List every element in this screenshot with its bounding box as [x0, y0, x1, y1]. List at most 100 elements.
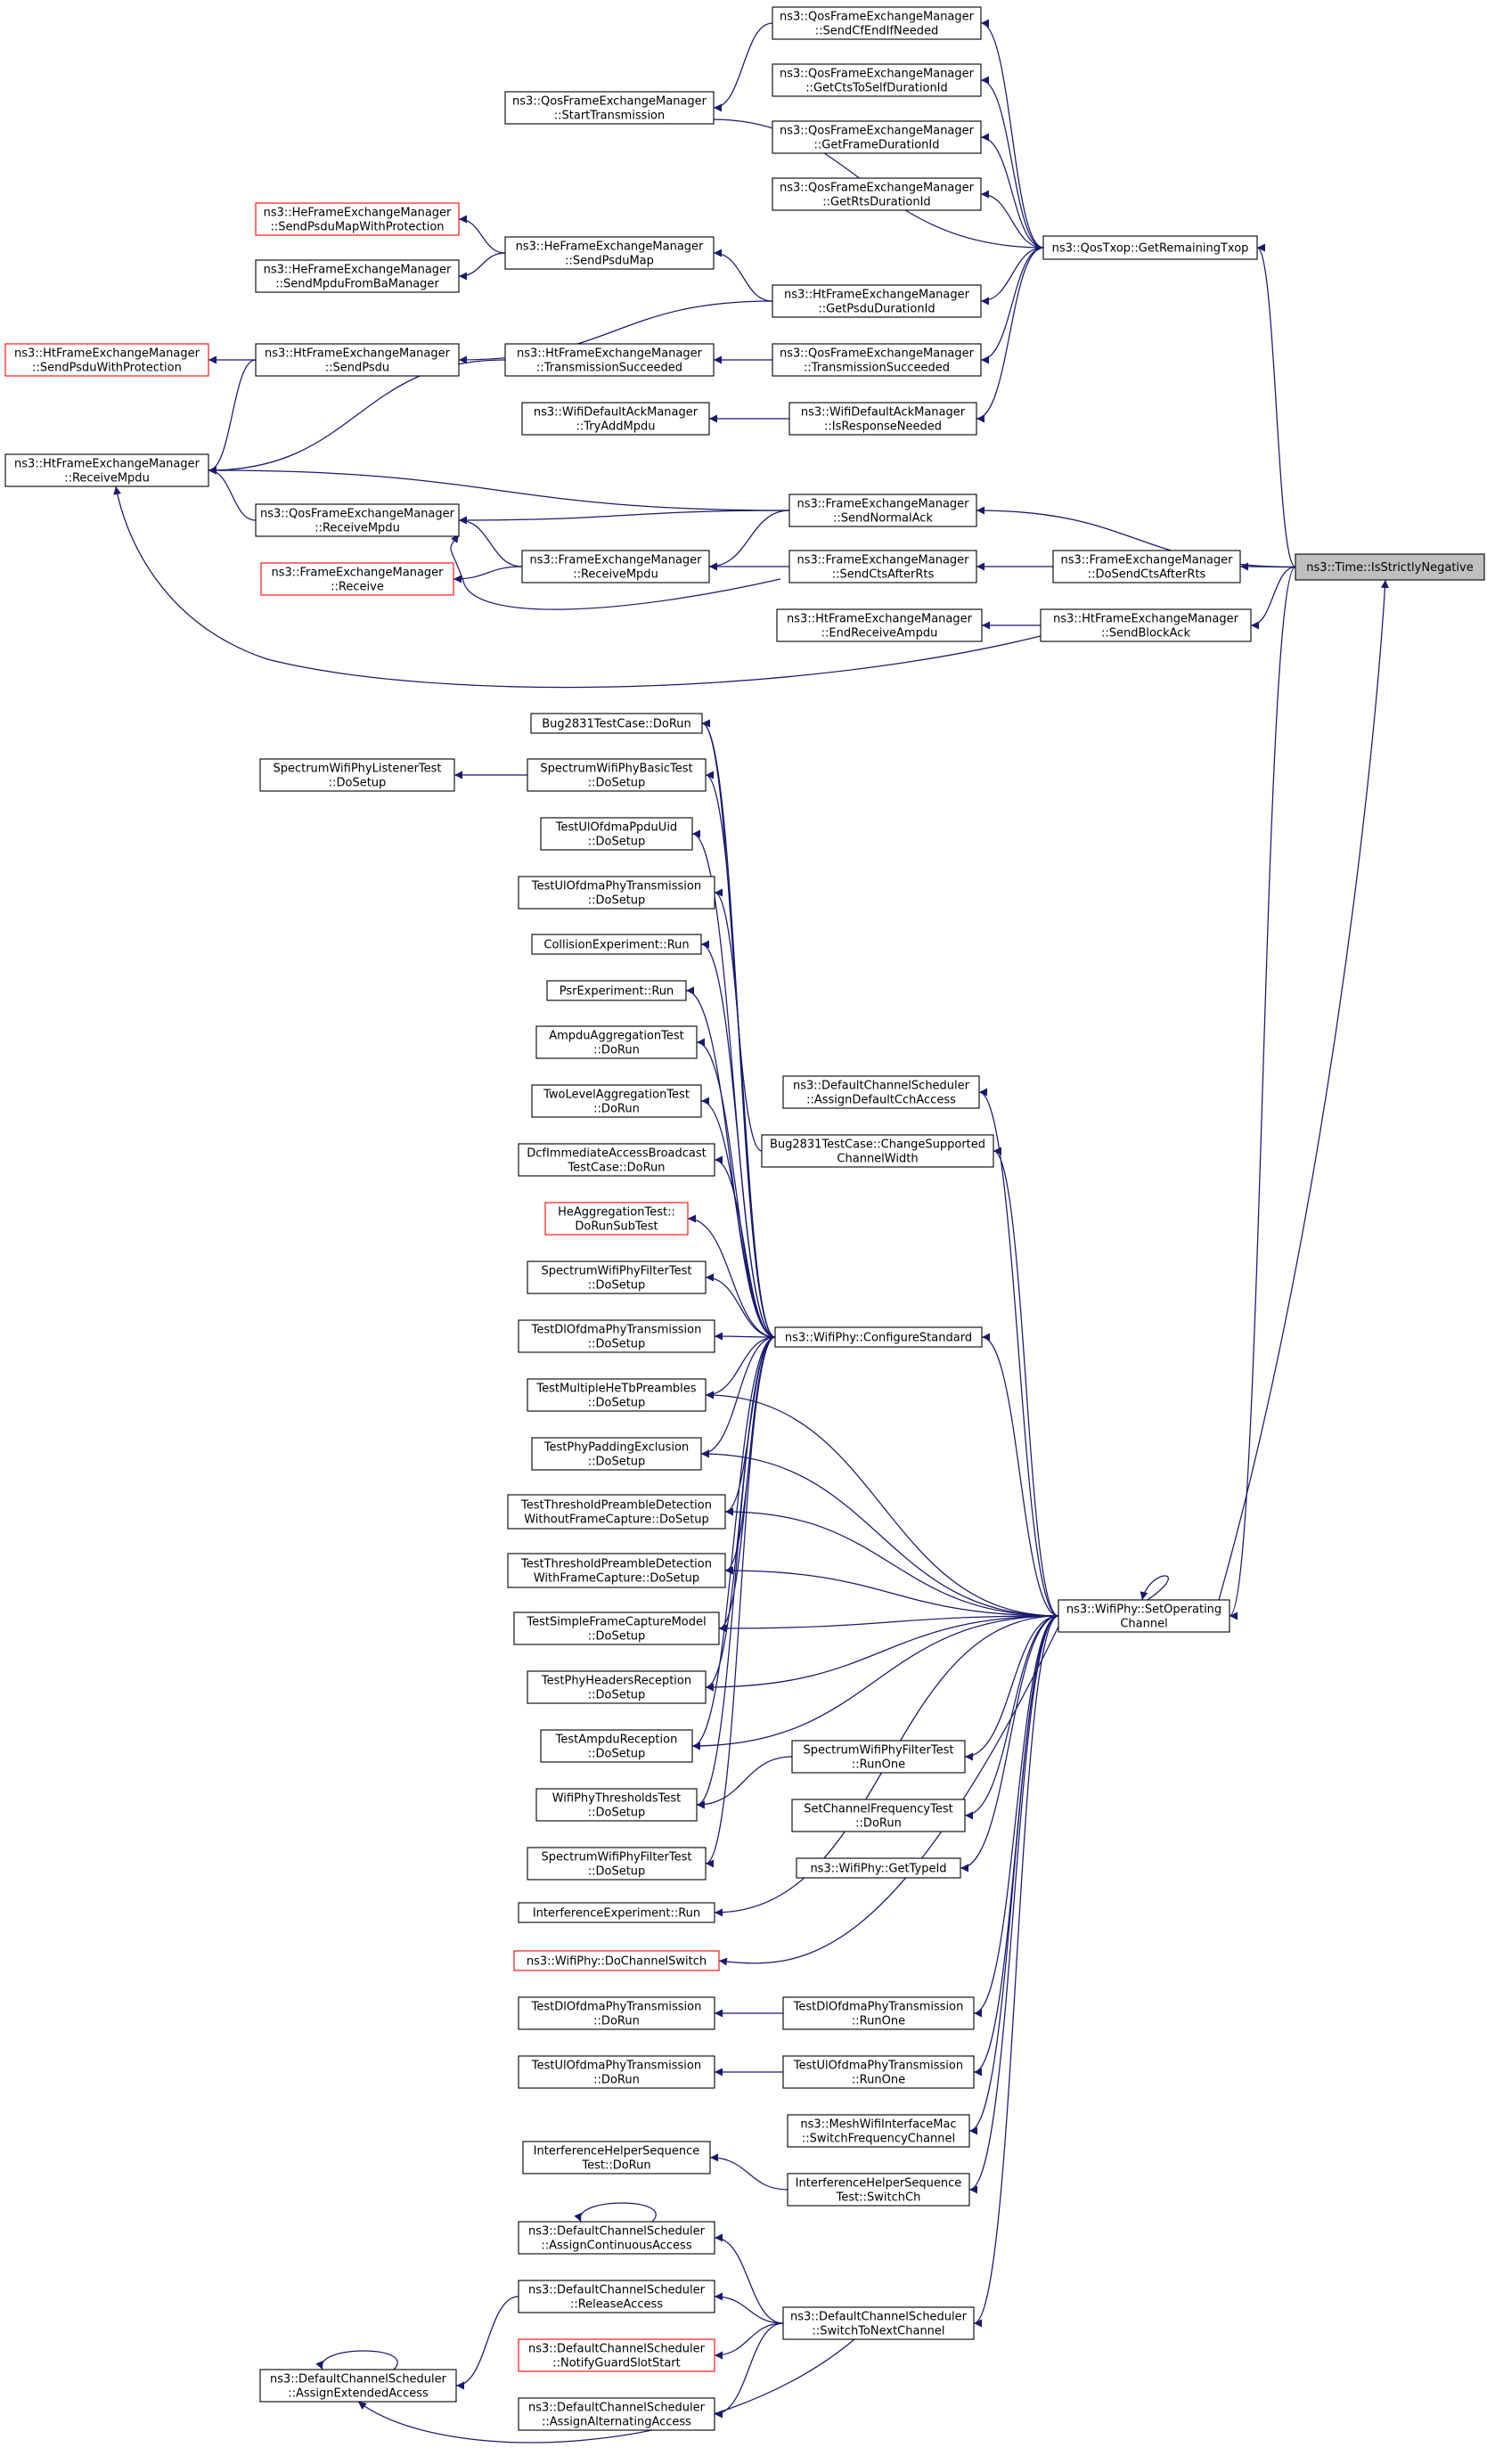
node-dcs-assigncontinuousaccess[interactable]: ns3::DefaultChannelScheduler::AssignCont…	[518, 2221, 715, 2255]
node-label-line: ::TransmissionSucceeded	[804, 362, 950, 375]
node-wifiphy-configurestandard[interactable]: ns3::WifiPhy::ConfigureStandard	[774, 1326, 983, 1348]
node-isstrictlynegative[interactable]: ns3::Time::IsStrictlyNegative	[1295, 553, 1485, 581]
node-label-line: ns3::HtFrameExchangeManager	[517, 347, 703, 361]
node-label-line: ns3::WifiPhy::GetTypeId	[810, 1863, 946, 1876]
node-setchannelfrequencytest-dorun[interactable]: SetChannelFrequencyTest::DoRun	[791, 1799, 966, 1832]
node-label-line: ::RunOne	[852, 2015, 905, 2028]
node-testdlofdmaphytx-dosetup[interactable]: TestDlOfdmaPhyTransmission::DoSetup	[518, 1319, 715, 1353]
call-edge	[714, 1155, 776, 1338]
call-edge	[458, 252, 506, 281]
node-fem-sendnormalack[interactable]: ns3::FrameExchangeManager::SendNormalAck	[788, 494, 977, 527]
node-swp-listenertest-dosetup[interactable]: SpectrumWifiPhyListenerTest::DoSetup	[259, 758, 455, 792]
node-wifiphythresholdstest-dosetup[interactable]: WifiPhyThresholdsTest::DoSetup	[535, 1788, 698, 1822]
node-ampduaggregationtest-dorun[interactable]: AmpduAggregationTest::DoRun	[535, 1025, 698, 1059]
call-edge-path	[718, 1615, 1059, 1633]
node-testthreshold-without-dosetup[interactable]: TestThresholdPreambleDetectionWithoutFra…	[507, 1494, 726, 1530]
call-edge-path	[113, 485, 1042, 689]
node-psrexperiment-run[interactable]: PsrExperiment::Run	[546, 980, 687, 1001]
node-twolevelaggregationtest-dorun[interactable]: TwoLevelAggregationTest::DoRun	[531, 1084, 702, 1118]
node-qos-transmissionsucceeded[interactable]: ns3::QosFrameExchangeManager::Transmissi…	[772, 343, 982, 377]
node-he-sendmpdufrombamanager[interactable]: ns3::HeFrameExchangeManager::SendMpduFro…	[255, 259, 460, 293]
node-testthreshold-with-dosetup[interactable]: TestThresholdPreambleDetectionWithFrameC…	[507, 1553, 726, 1588]
call-edge	[700, 940, 776, 1338]
node-ht-sendpsduwithprotection[interactable]: ns3::HtFrameExchangeManager::SendPsduWit…	[4, 343, 209, 377]
node-qos-receivempdu[interactable]: ns3::QosFrameExchangeManager::ReceiveMpd…	[255, 503, 460, 537]
node-dcs-assigndefaultcchaccess[interactable]: ns3::DefaultChannelScheduler::AssignDefa…	[782, 1075, 980, 1109]
node-dcs-assignextendedaccess[interactable]: ns3::DefaultChannelScheduler::AssignExte…	[259, 2369, 457, 2403]
node-dcs-switchtonextchannel[interactable]: ns3::DefaultChannelScheduler::SwitchToNe…	[782, 2306, 975, 2340]
node-label-line: ::EndReceiveAmpdu	[821, 627, 938, 640]
node-label-line: ::DoSetup	[329, 777, 387, 790]
node-box	[772, 343, 982, 377]
node-bug2831-changesupportedchannelwidth[interactable]: Bug2831TestCase::ChangeSupportedChannelW…	[761, 1134, 994, 1168]
node-he-sendpsdumap[interactable]: ns3::HeFrameExchangeManager::SendPsduMap	[504, 236, 715, 270]
call-edge-path	[1140, 1575, 1169, 1601]
node-ht-sendblockack[interactable]: ns3::HtFrameExchangeManager::SendBlockAc…	[1040, 608, 1252, 642]
node-testulofdmaphytx-dorun[interactable]: TestUlOfdmaPhyTransmission::DoRun	[518, 2055, 715, 2089]
node-testsimpleframecapturemodel-dosetup[interactable]: TestSimpleFrameCaptureModel::DoSetup	[513, 1611, 720, 1645]
node-fem-receive[interactable]: ns3::FrameExchangeManager::Receive	[260, 562, 454, 596]
node-swp-filtertest-dosetup-a[interactable]: SpectrumWifiPhyFilterTest::DoSetup	[527, 1261, 707, 1294]
node-label-line: ::ReceiveMpdu	[64, 472, 150, 485]
node-sendcfendifneeded[interactable]: ns3::QosFrameExchangeManager::SendCfEndI…	[772, 6, 982, 40]
node-box	[796, 1857, 961, 1879]
node-fem-sendctsafterrts[interactable]: ns3::FrameExchangeManager::SendCtsAfterR…	[788, 550, 977, 583]
call-edge	[458, 215, 506, 254]
node-meshwifiinterfacemac-switchfrequencychannel[interactable]: ns3::MeshWifiInterfaceMac::SwitchFrequen…	[787, 2114, 970, 2148]
node-ht-endreceiveampdu[interactable]: ns3::HtFrameExchangeManager::EndReceiveA…	[776, 608, 983, 642]
node-dcs-notifyguardslotstart[interactable]: ns3::DefaultChannelScheduler::NotifyGuar…	[518, 2338, 715, 2372]
node-testphyheadersreception-dosetup[interactable]: TestPhyHeadersReception::DoSetup	[527, 1670, 707, 1704]
node-qos-starttransmission[interactable]: ns3::QosFrameExchangeManager::StartTrans…	[504, 91, 715, 125]
node-collisionexperiment-run[interactable]: CollisionExperiment::Run	[531, 934, 702, 955]
node-box	[530, 713, 703, 734]
node-label-line: SpectrumWifiPhyListenerTest	[273, 763, 441, 776]
node-dcs-releaseaccess[interactable]: ns3::DefaultChannelScheduler::ReleaseAcc…	[518, 2280, 715, 2313]
node-wda-tryaddmpdu[interactable]: ns3::WifiDefaultAckManager::TryAddMpdu	[521, 402, 710, 436]
call-edge	[980, 76, 1044, 249]
node-wda-isresponseneeded[interactable]: ns3::WifiDefaultAckManager::IsResponseNe…	[788, 402, 977, 436]
call-edge-path	[574, 2202, 657, 2223]
node-he-sendpsdumapwithprotection[interactable]: ns3::HeFrameExchangeManager::SendPsduMap…	[255, 202, 460, 236]
node-ht-transmissionsucceeded[interactable]: ns3::HtFrameExchangeManager::Transmissio…	[504, 343, 715, 377]
node-testulofdmaphytx-dosetup[interactable]: TestUlOfdmaPhyTransmission::DoSetup	[518, 876, 715, 910]
node-dcs-assignalternatingaccess[interactable]: ns3::DefaultChannelScheduler::AssignAlte…	[518, 2397, 715, 2431]
node-swp-filtertest-runone[interactable]: SpectrumWifiPhyFilterTest::RunOne	[791, 1740, 966, 1774]
node-ht-receivempdu[interactable]: ns3::HtFrameExchangeManager::ReceiveMpdu	[4, 453, 209, 487]
node-testphypaddingexclusion-dosetup[interactable]: TestPhyPaddingExclusion::DoSetup	[531, 1437, 702, 1471]
node-fem-dosendctsafterrts[interactable]: ns3::FrameExchangeManager::DoSendCtsAfte…	[1052, 550, 1241, 583]
node-box	[518, 2221, 715, 2255]
call-edge-path	[315, 2350, 398, 2370]
node-fem-receivempdu[interactable]: ns3::FrameExchangeManager::ReceiveMpdu	[521, 550, 710, 583]
node-box	[518, 1996, 715, 2030]
node-testdlofdmaphytx-runone[interactable]: TestDlOfdmaPhyTransmission::RunOne	[782, 1996, 975, 2030]
node-getframedurationid[interactable]: ns3::QosFrameExchangeManager::GetFrameDu…	[772, 120, 982, 154]
node-swp-filtertest-dosetup-b[interactable]: SpectrumWifiPhyFilterTest::DoSetup	[527, 1847, 707, 1881]
node-bug2831-dorun[interactable]: Bug2831TestCase::DoRun	[530, 713, 703, 734]
node-testdlofdmaphytx-dorun[interactable]: TestDlOfdmaPhyTransmission::DoRun	[518, 1996, 715, 2030]
call-edge-path	[968, 1615, 1059, 2194]
node-testulofdmaphytx-runone[interactable]: TestUlOfdmaPhyTransmission::RunOne	[782, 2055, 975, 2089]
node-swp-basictest-dosetup[interactable]: SpectrumWifiPhyBasicTest::DoSetup	[527, 758, 707, 792]
node-getrtsdurationid[interactable]: ns3::QosFrameExchangeManager::GetRtsDura…	[772, 177, 982, 211]
node-getremainingtxop[interactable]: ns3::QosTxop::GetRemainingTxop	[1042, 235, 1258, 260]
call-edge	[357, 2338, 855, 2444]
node-label-line: ns3::Time::IsStrictlyNegative	[1306, 561, 1473, 575]
node-getctstoselfdurationid[interactable]: ns3::QosFrameExchangeManager::GetCtsToSe…	[772, 63, 982, 97]
node-dcfimmediateaccess-dorun[interactable]: DcfImmediateAccessBroadcastTestCase::DoR…	[518, 1143, 715, 1177]
node-interferenceexperiment-run[interactable]: InterferenceExperiment::Run	[518, 1902, 715, 1923]
node-testulofdmappduuid-dosetup[interactable]: TestUlOfdmaPpduUid::DoSetup	[540, 817, 693, 851]
node-heaggregationtest-dorunsubtest[interactable]: HeAggregationTest::DoRunSubTest	[544, 1202, 689, 1236]
node-testmultiplehetbpreambles-dosetup[interactable]: TestMultipleHeTbPreambles::DoSetup	[527, 1378, 707, 1412]
call-edge	[714, 2233, 784, 2324]
node-box	[513, 1611, 720, 1645]
node-label-line: InterferenceHelperSequence	[796, 2177, 962, 2191]
node-ht-getpsdudurationid[interactable]: ns3::HtFrameExchangeManager::GetPsduDura…	[772, 284, 982, 318]
node-wifiphy-gettypeid[interactable]: ns3::WifiPhy::GetTypeId	[796, 1857, 961, 1879]
node-wifiphy-dochannelswitch[interactable]: ns3::WifiPhy::DoChannelSwitch	[513, 1950, 720, 1971]
node-ht-sendpsdu[interactable]: ns3::HtFrameExchangeManager::SendPsdu	[255, 343, 460, 377]
node-label-line: ::GetCtsToSelfDurationId	[805, 82, 948, 95]
node-testampdureception-dosetup[interactable]: TestAmpduReception::DoSetup	[540, 1729, 693, 1763]
